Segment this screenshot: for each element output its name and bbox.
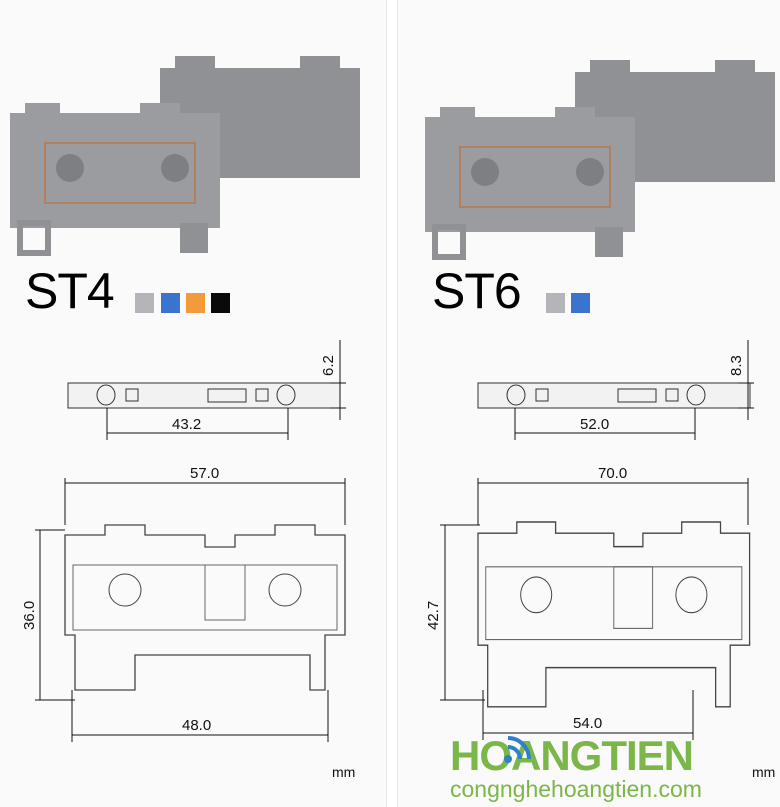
st6-front-view: [477, 521, 751, 708]
st4-color-blue: [161, 293, 180, 313]
st4-title: ST4: [25, 263, 115, 319]
st6-base-length-label: 54.0: [573, 715, 602, 732]
st6-color-gray: [546, 293, 565, 313]
st4-height-label: 36.0: [21, 601, 38, 630]
st4-length-label: 57.0: [190, 465, 219, 482]
panel-divider: [386, 0, 398, 807]
st6-length-label: 70.0: [598, 465, 627, 482]
st6-title: ST6: [432, 263, 522, 319]
st6-pitch-label: 52.0: [580, 416, 609, 433]
st4-color-gray: [135, 293, 154, 313]
st4-color-orange: [186, 293, 205, 313]
st6-thickness-label: 8.3: [728, 355, 745, 376]
st4-unit: mm: [332, 764, 356, 780]
watermark-brand: HOANGTIEN: [450, 732, 694, 779]
st4-color-black: [211, 293, 230, 313]
st6-dimension-lines: [440, 340, 754, 740]
st6-color-blue: [571, 293, 590, 313]
st4-dimension-lines: [35, 340, 346, 742]
watermark-logo: HOANGTIEN congnghehoangtien.com: [450, 732, 702, 803]
st4-front-view: [64, 524, 346, 691]
st4-top-view: [67, 382, 341, 409]
st6-height-label: 42.7: [425, 601, 442, 630]
st4-base-length-label: 48.0: [182, 717, 211, 734]
st6-product-photo: [425, 60, 775, 257]
st4-pitch-label: 43.2: [172, 416, 201, 433]
st4-thickness-label: 6.2: [320, 355, 337, 376]
st4-product-photo: [10, 56, 360, 253]
st6-top-view: [477, 382, 751, 409]
st6-unit: mm: [752, 764, 776, 780]
watermark-url: congnghehoangtien.com: [450, 776, 702, 802]
wifi-signal-icon: [504, 736, 531, 763]
